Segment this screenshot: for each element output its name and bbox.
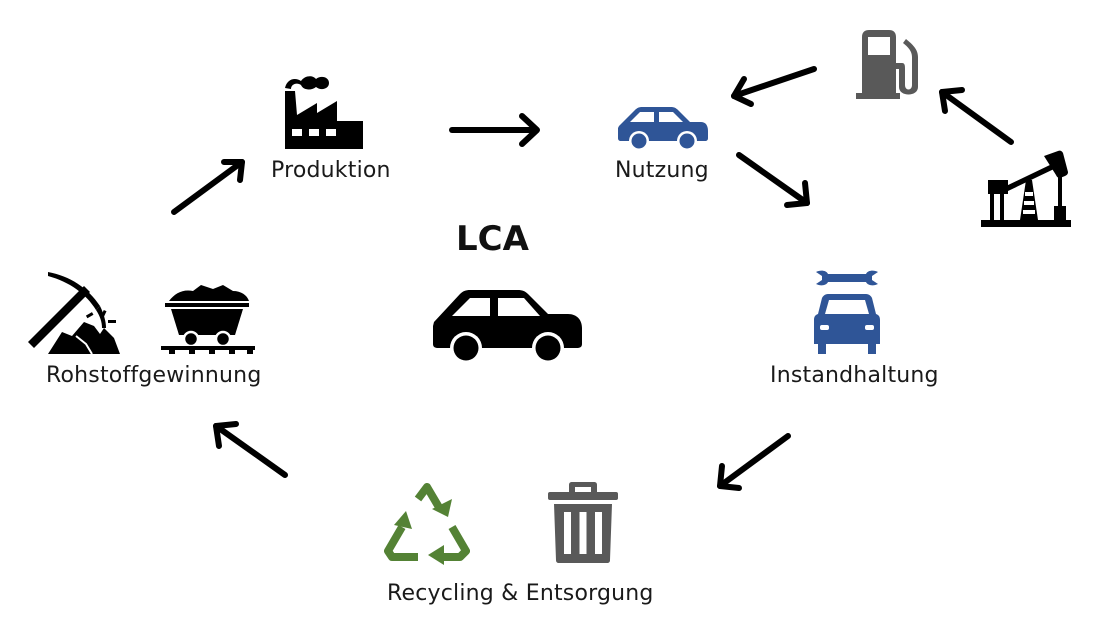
arrow-rohstoff-to-produktion [171,159,245,215]
stage-entsorgung [548,480,618,564]
stage-label-instandhaltung: Instandhaltung [770,363,939,388]
stage-label-produktion: Produktion [271,158,391,183]
side-oil [980,150,1072,228]
fuel-pump-icon [856,30,918,99]
arrow-fuel-to-nutzung [731,66,817,107]
stage-label-recycling: Recycling & Entsorgung [387,581,654,606]
wrench-icon [814,270,880,354]
center-car [432,286,584,364]
pickaxe-icon [28,272,120,355]
lca-car-icon [433,290,582,364]
stage-nutzung [617,104,709,152]
arrow-produktion-to-nutzung [449,113,540,147]
mine-cart-icon [161,285,255,354]
arrow-instandhaltung-to-recycling [717,433,791,491]
stage-rohstoff-cart [161,283,257,355]
stage-instandhaltung [814,270,880,356]
stage-produktion [283,73,367,149]
stage-label-nutzung: Nutzung [615,158,709,183]
trash-icon [548,482,618,563]
car-front-icon [814,294,880,354]
arrow-oil-to-fuel [939,87,1014,145]
stage-label-rohstoff: Rohstoffgewinnung [46,363,262,388]
car-icon [618,107,708,151]
recycle-icon [384,483,470,565]
factory-icon [285,76,363,149]
oil-pump-icon [981,150,1071,227]
side-fuel [856,29,920,99]
stage-recycling [384,483,470,565]
stage-rohstoff-pickaxe [26,270,122,356]
arrow-recycling-to-rohstoff [213,421,288,478]
arrow-nutzung-to-instandhaltung [736,152,810,208]
diagram-title: LCA [456,219,529,259]
